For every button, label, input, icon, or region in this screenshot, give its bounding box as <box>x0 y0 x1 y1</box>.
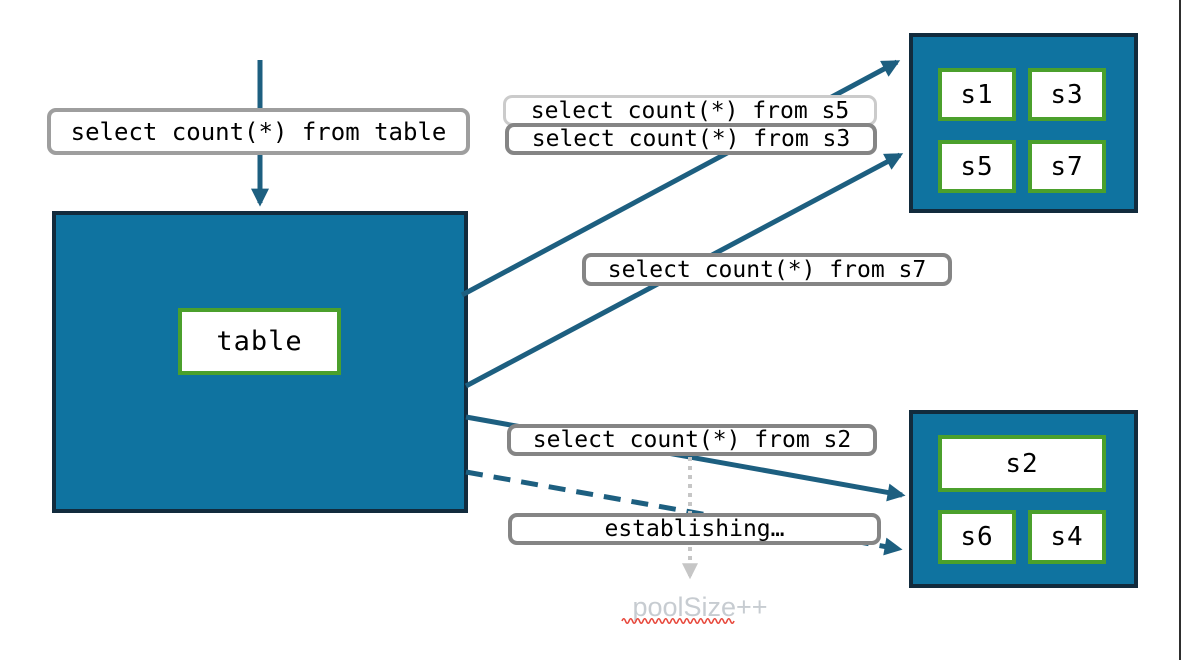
shard-cell-s1: s1 <box>938 68 1016 121</box>
shard-cell-s2: s2 <box>938 435 1106 492</box>
shard-cell-s4: s4 <box>1028 510 1106 564</box>
pool-size-squiggle <box>621 617 735 625</box>
query-label-from-s5: select count(*) from s5 <box>503 95 877 126</box>
query-label-establishing: establishing… <box>508 513 881 545</box>
query-label-from-s3: select count(*) from s3 <box>505 123 877 155</box>
table-node-label: table <box>178 308 341 375</box>
slide-right-border <box>1179 0 1181 660</box>
shard-cell-s3: s3 <box>1028 68 1106 121</box>
shard-cell-s6: s6 <box>938 510 1016 564</box>
query-label-from-s2: select count(*) from s2 <box>507 424 877 456</box>
query-label-from-s7: select count(*) from s7 <box>582 253 952 286</box>
shard-cell-s5: s5 <box>938 140 1016 193</box>
pool-size-annotation: poolSize++ <box>632 592 768 622</box>
shard-cell-s7: s7 <box>1028 140 1106 193</box>
query-label-from-table: select count(*) from table <box>47 108 470 155</box>
